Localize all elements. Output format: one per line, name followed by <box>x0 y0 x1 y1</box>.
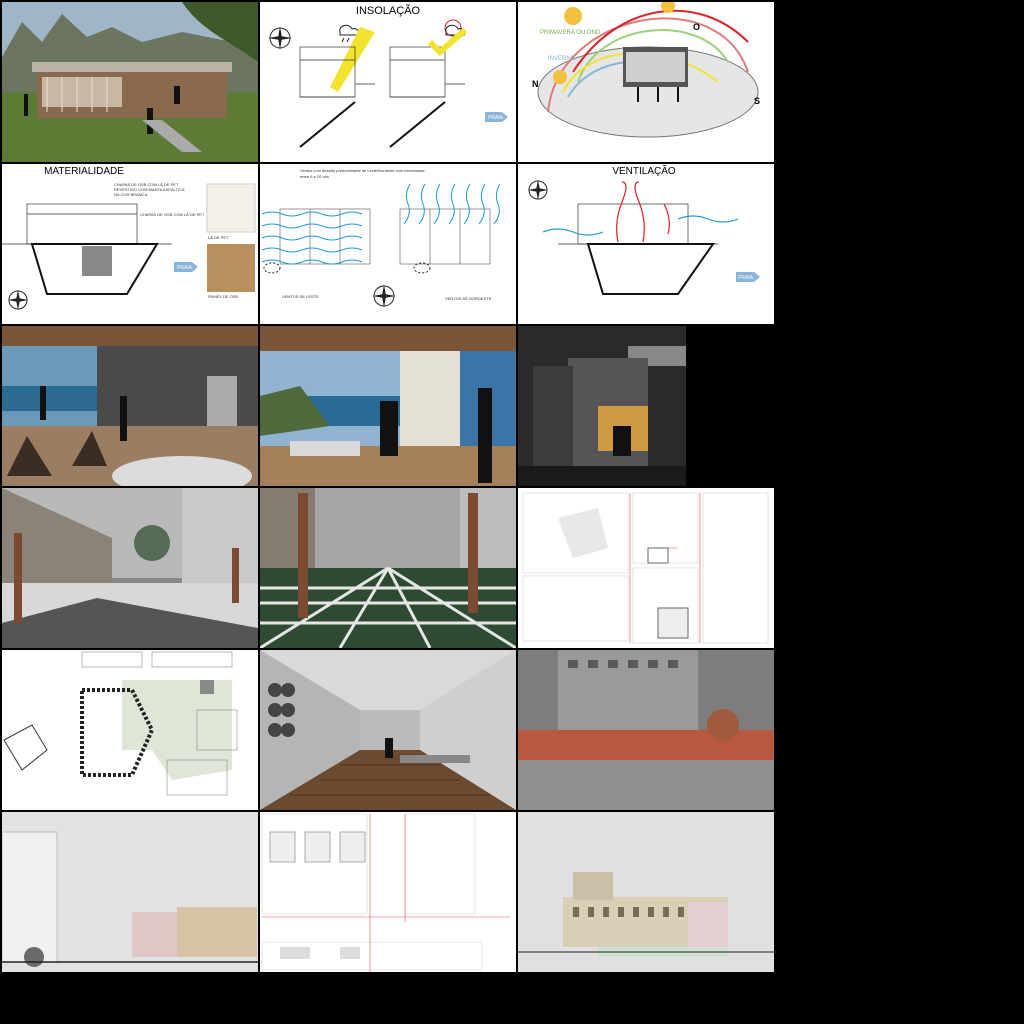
season-inverno-label: INVERNO <box>548 56 576 62</box>
wind-nordeste-label: VENTOS DE NORDESTE <box>445 296 492 301</box>
north-label: N <box>532 79 539 89</box>
street-elevation-render <box>2 812 258 972</box>
materialidade-diagram: MATERIALIDADE CHAPAS DE OSB COM LÃ DE PE… <box>2 164 258 324</box>
building-elevation-render <box>518 812 774 972</box>
wind-caption-1: Ventos com direção predominante de Leste… <box>300 168 426 173</box>
season-primavera-label: PRIMAVERA OU OND <box>540 30 601 36</box>
praia-arrow-label: PRAIA <box>738 275 754 281</box>
compass-icon <box>528 180 548 200</box>
ventilacao-title: VENTILAÇÃO <box>612 164 676 177</box>
ventilacao-diagram: VENTILAÇÃO PRAIA <box>518 164 774 324</box>
compass-icon <box>8 290 28 310</box>
material-note-1: CHAPAS DE OSB COM LÃ DE PET <box>114 182 179 187</box>
praia-arrow-label: PRAIA <box>488 115 504 121</box>
sample-osb-label: PAINEL DE OSB <box>208 294 238 299</box>
material-note-2: REVESTIDO COM MANTA ASFÁLTICA <box>114 187 185 192</box>
image-grid: INSOLAÇÃO PRAIA <box>2 2 774 972</box>
rooftop-render <box>518 650 774 810</box>
interior-kitchen-render <box>2 326 258 486</box>
compass-icon <box>268 26 292 50</box>
corridor-render <box>260 650 516 810</box>
plaza-render-2 <box>260 488 516 648</box>
wind-leste-label: VENTOS DE LESTE <box>282 294 319 299</box>
materialidade-title: MATERIALIDADE <box>44 166 124 177</box>
compass-icon <box>372 284 396 308</box>
insolacao-title: INSOLAÇÃO <box>356 4 421 17</box>
house-render-photo <box>2 2 258 162</box>
technical-drawing-sheet-1 <box>518 488 774 648</box>
sun-path-diagram: PRIMAVERA OU OND INVERNO N O S <box>518 2 774 162</box>
west-label: O <box>693 22 700 32</box>
plaza-render-1 <box>2 488 258 648</box>
technical-drawing-sheet-2 <box>260 812 516 972</box>
south-label: S <box>754 96 760 106</box>
wind-diagram: Ventos com direção predominante de Leste… <box>260 164 516 324</box>
interior-living-render <box>260 326 516 486</box>
interior-bed-render <box>518 326 774 486</box>
praia-arrow-label: PRAIA <box>177 265 193 271</box>
sample-lapet-label: LÃ DE PET <box>208 235 229 240</box>
material-note-3: NA COR BRANCA <box>114 192 147 197</box>
site-plan-drawing <box>2 650 258 810</box>
material-note-4: CHAPAS DE OSB COM LÃ DE PET <box>140 212 205 217</box>
wind-caption-2: entre 6 e 20 nós <box>300 174 329 179</box>
insolacao-diagram: INSOLAÇÃO PRAIA <box>260 2 516 162</box>
